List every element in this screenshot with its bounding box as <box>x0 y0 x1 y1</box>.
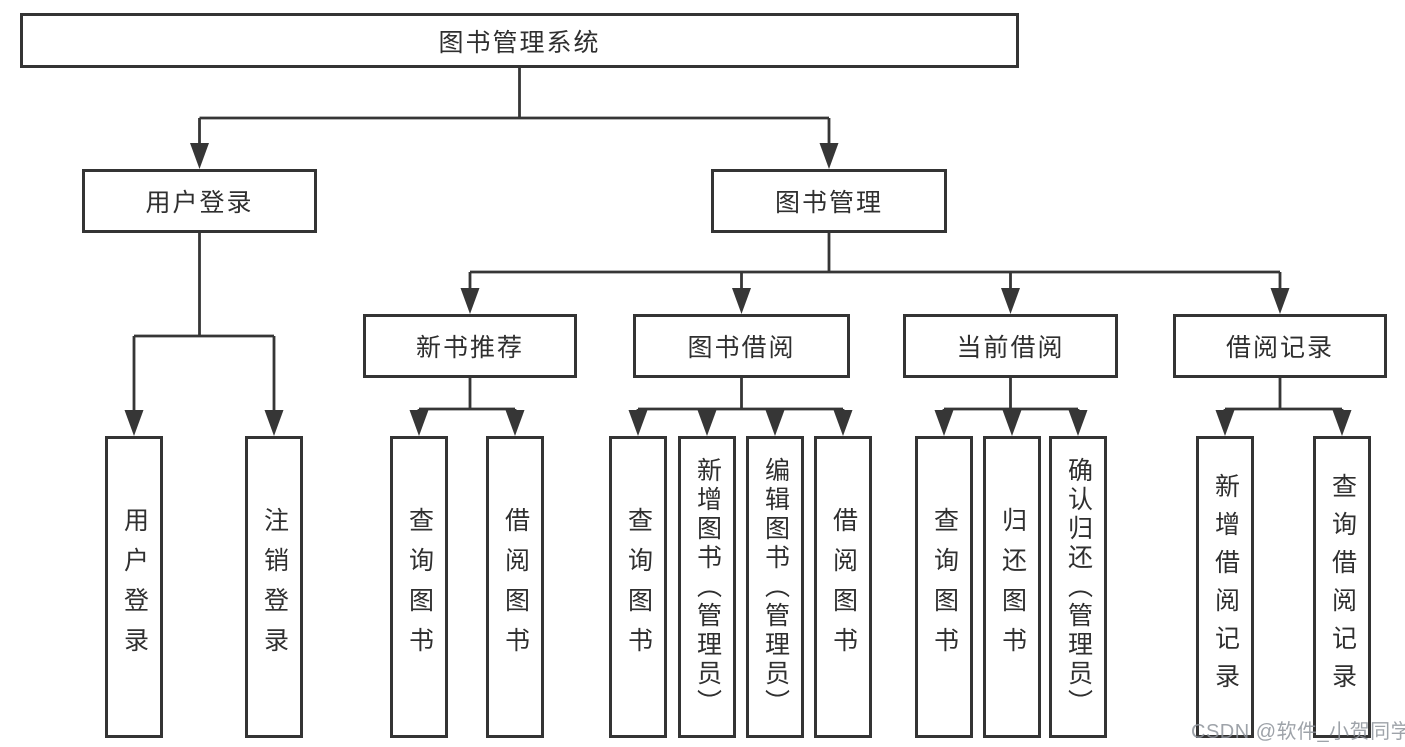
node-label-leaf-logout: 注销登录 <box>260 507 289 667</box>
node-label-root: 图书管理系统 <box>438 28 601 57</box>
node-label-current-borrow: 当前借阅 <box>956 334 1065 362</box>
arrowhead-icon <box>264 410 284 436</box>
node-leaf-query-book-1: 查询图书 <box>390 436 448 738</box>
node-leaf-confirm-return: 确认归还（管理员） <box>1049 436 1107 738</box>
watermark: CSDN @软件_小贺同学 <box>1191 721 1405 743</box>
arrowhead-icon <box>732 288 751 314</box>
arrowhead-icon <box>1270 288 1290 314</box>
node-leaf-return-book: 归还图书 <box>983 436 1041 738</box>
arrowhead-icon <box>833 410 853 436</box>
node-root: 图书管理系统 <box>20 13 1019 68</box>
node-label-leaf-confirm-return: 确认归还（管理员） <box>1064 456 1093 718</box>
node-current-borrow: 当前借阅 <box>903 314 1118 378</box>
node-leaf-logout: 注销登录 <box>245 436 303 738</box>
edge-new-book-rec <box>409 378 525 436</box>
node-user-login: 用户登录 <box>82 169 317 233</box>
node-leaf-borrow-book-1: 借阅图书 <box>486 436 544 738</box>
edge-borrow-record <box>1215 378 1352 436</box>
node-label-book-borrow: 图书借阅 <box>687 334 796 362</box>
node-label-leaf-user-login: 用户登录 <box>120 507 149 667</box>
arrowhead-icon <box>697 410 717 436</box>
arrowhead-icon <box>765 410 785 436</box>
node-label-leaf-query-book-3: 查询图书 <box>930 507 959 667</box>
arrowhead-icon <box>505 410 525 436</box>
node-new-book-rec: 新书推荐 <box>363 314 577 378</box>
arrowhead-icon <box>1001 288 1020 314</box>
edge-book-mgmt <box>460 233 1290 314</box>
edge-user-login <box>124 233 284 436</box>
node-leaf-borrow-book-2: 借阅图书 <box>814 436 872 738</box>
node-label-leaf-edit-book: 编辑图书（管理员） <box>761 456 790 718</box>
edge-line <box>417 378 517 416</box>
arrowhead-icon <box>1215 410 1235 436</box>
arrowhead-icon <box>628 410 648 436</box>
edge-line <box>198 68 831 149</box>
edge-root <box>190 68 839 169</box>
node-leaf-query-book-3: 查询图书 <box>915 436 973 738</box>
node-label-leaf-add-book: 新增图书（管理员） <box>693 456 722 718</box>
node-label-new-book-rec: 新书推荐 <box>415 334 524 362</box>
node-book-borrow: 图书借阅 <box>633 314 850 378</box>
node-leaf-edit-book: 编辑图书（管理员） <box>746 436 804 738</box>
edge-line <box>468 233 1282 294</box>
arrowhead-icon <box>819 143 839 169</box>
edge-line <box>1223 378 1344 416</box>
node-label-book-mgmt: 图书管理 <box>774 189 883 217</box>
edge-line <box>132 233 276 416</box>
edge-line <box>636 378 845 416</box>
arrowhead-icon <box>1002 410 1022 436</box>
arrowhead-icon <box>1068 410 1088 436</box>
node-book-mgmt: 图书管理 <box>711 169 947 233</box>
node-leaf-add-borrow-record: 新增借阅记录 <box>1196 436 1254 738</box>
node-leaf-query-borrow-record: 查询借阅记录 <box>1313 436 1371 738</box>
node-borrow-record: 借阅记录 <box>1173 314 1387 378</box>
node-label-leaf-return-book: 归还图书 <box>998 507 1027 667</box>
arrowhead-icon <box>124 410 144 436</box>
node-label-leaf-borrow-book-1: 借阅图书 <box>501 507 530 667</box>
node-leaf-user-login: 用户登录 <box>105 436 163 738</box>
node-label-borrow-record: 借阅记录 <box>1225 334 1334 362</box>
node-label-leaf-add-borrow-record: 新增借阅记录 <box>1211 473 1240 701</box>
node-label-user-login: 用户登录 <box>145 189 254 217</box>
node-label-leaf-query-borrow-record: 查询借阅记录 <box>1328 473 1357 701</box>
node-label-leaf-borrow-book-2: 借阅图书 <box>829 507 858 667</box>
arrowhead-icon <box>934 410 954 436</box>
node-leaf-add-book: 新增图书（管理员） <box>678 436 736 738</box>
arrowhead-icon <box>409 410 429 436</box>
arrowhead-icon <box>1332 410 1352 436</box>
node-label-leaf-query-book-2: 查询图书 <box>624 507 653 667</box>
edge-book-borrow <box>628 378 853 436</box>
arrowhead-icon <box>460 288 480 314</box>
arrowhead-icon <box>190 143 209 169</box>
node-label-leaf-query-book-1: 查询图书 <box>405 507 434 667</box>
edge-current-borrow <box>934 378 1088 436</box>
node-leaf-query-book-2: 查询图书 <box>609 436 667 738</box>
